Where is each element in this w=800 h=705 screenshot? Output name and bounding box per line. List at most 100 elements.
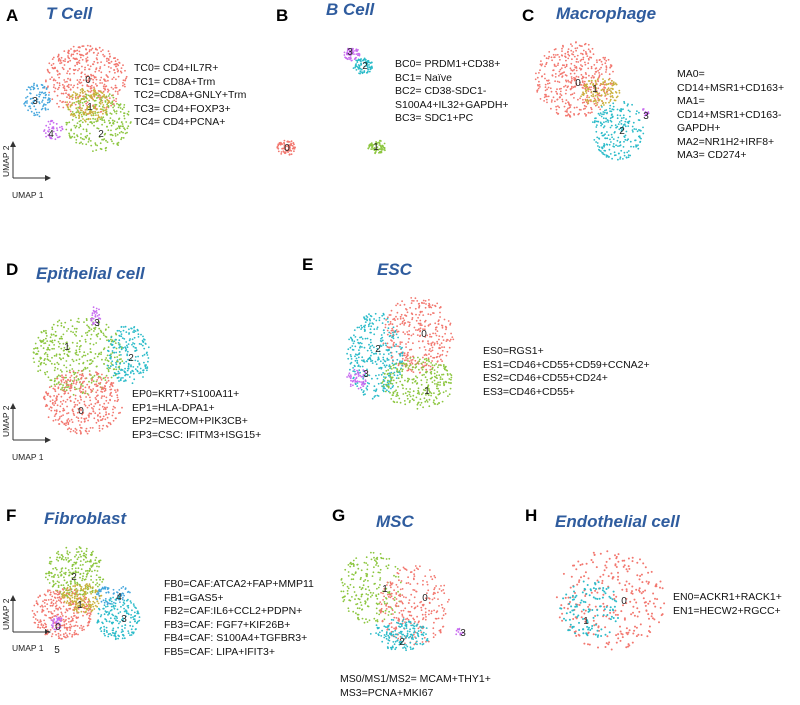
cell-point xyxy=(95,342,98,344)
cell-point xyxy=(408,365,411,367)
cell-point xyxy=(82,375,85,377)
cell-point xyxy=(536,76,539,79)
cell-point xyxy=(86,112,88,115)
cell-point xyxy=(51,356,53,359)
cell-point xyxy=(611,113,613,116)
cell-point xyxy=(72,563,75,566)
cell-point xyxy=(551,99,553,101)
cell-point xyxy=(146,369,148,372)
cell-point xyxy=(594,73,596,75)
cell-point xyxy=(147,360,149,363)
cell-point xyxy=(406,397,409,400)
cell-point xyxy=(419,311,422,314)
cell-point xyxy=(103,95,105,97)
cell-point xyxy=(412,390,415,393)
cell-point xyxy=(353,53,355,55)
cell-point xyxy=(104,88,107,91)
cell-point xyxy=(121,360,124,363)
cell-point xyxy=(77,369,80,372)
cell-point xyxy=(103,55,106,58)
cell-point xyxy=(590,67,593,70)
cell-point xyxy=(396,374,399,377)
cell-point xyxy=(353,368,356,371)
cell-point xyxy=(580,58,583,61)
cell-point xyxy=(43,395,46,398)
cell-point xyxy=(110,340,113,343)
cell-point xyxy=(602,83,605,86)
cell-point xyxy=(108,367,110,369)
cell-point xyxy=(433,342,436,345)
cell-point xyxy=(418,314,421,316)
cell-point xyxy=(92,81,95,84)
cell-point xyxy=(71,341,74,344)
cell-point xyxy=(97,111,100,114)
cell-point xyxy=(360,328,362,330)
cell-point xyxy=(102,104,105,106)
cell-point xyxy=(79,109,82,111)
cell-point xyxy=(38,111,41,114)
cell-point xyxy=(59,100,61,102)
cell-point xyxy=(602,56,605,59)
cell-point xyxy=(75,330,78,333)
cell-point xyxy=(545,61,548,64)
cell-point xyxy=(96,127,99,129)
cell-point xyxy=(101,49,104,51)
cell-point xyxy=(394,345,396,348)
cell-point xyxy=(356,61,359,63)
cell-point xyxy=(67,50,70,53)
cell-point xyxy=(59,607,62,610)
cell-point xyxy=(63,50,66,52)
cell-point xyxy=(59,405,62,408)
cell-point xyxy=(286,150,289,152)
cell-point xyxy=(378,151,381,153)
cell-point xyxy=(105,399,108,402)
cell-point xyxy=(95,57,98,59)
legend-line: TC3= CD4+FOXP3+ xyxy=(134,102,231,115)
cell-point xyxy=(88,327,91,329)
cell-point xyxy=(609,117,612,120)
cell-point xyxy=(86,604,89,607)
cell-point xyxy=(60,388,62,391)
cell-point xyxy=(431,381,434,383)
cell-point xyxy=(408,325,410,327)
cell-point xyxy=(69,104,72,107)
cell-point xyxy=(75,141,78,144)
cell-point xyxy=(558,74,560,77)
cell-point xyxy=(47,130,50,133)
cell-point xyxy=(104,379,107,381)
cell-point xyxy=(79,56,82,59)
cell-point xyxy=(431,364,434,366)
cell-point xyxy=(620,108,622,110)
cell-point xyxy=(123,338,126,340)
legend-line: BC3= SDC1+PC xyxy=(395,112,474,124)
cell-point xyxy=(108,339,111,342)
cell-point xyxy=(88,373,91,376)
cell-point xyxy=(101,581,103,583)
cell-point xyxy=(111,343,114,346)
cell-point xyxy=(69,88,72,91)
cell-point xyxy=(113,109,115,112)
cell-point xyxy=(90,89,93,92)
cell-point xyxy=(401,370,404,373)
cell-point xyxy=(602,134,605,137)
cell-point xyxy=(98,313,101,316)
cell-point xyxy=(64,571,67,574)
cell-point xyxy=(366,60,369,62)
cell-point xyxy=(379,148,381,150)
cluster-label: 0 xyxy=(575,78,581,89)
cell-point xyxy=(59,59,62,62)
cell-point xyxy=(112,346,115,349)
cell-point xyxy=(404,365,407,368)
cell-point xyxy=(58,135,61,138)
cell-point xyxy=(53,90,56,93)
cell-point xyxy=(54,573,56,576)
cell-point xyxy=(131,609,133,612)
cell-point xyxy=(407,321,409,323)
cell-point xyxy=(133,326,136,328)
cell-point xyxy=(84,111,87,113)
cell-point xyxy=(588,88,590,91)
cell-point xyxy=(620,123,623,125)
cell-point xyxy=(615,96,618,99)
cell-point xyxy=(431,346,434,349)
cell-point xyxy=(352,376,355,379)
